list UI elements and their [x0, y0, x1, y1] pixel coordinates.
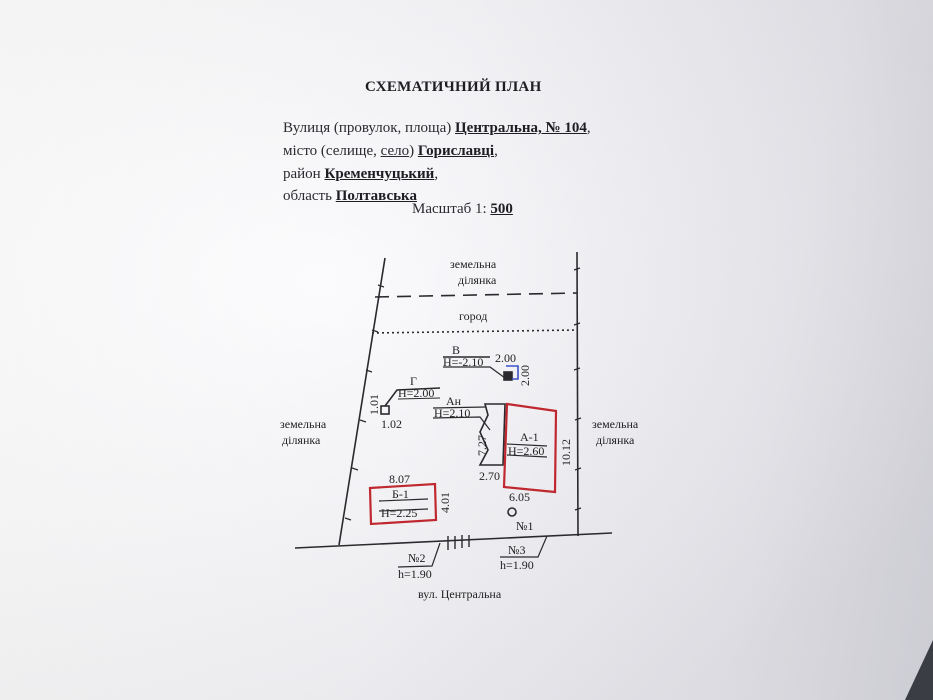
district-label: район: [283, 166, 321, 182]
cellar-v-outline: [506, 365, 519, 380]
fence-n3-height: h=1.90: [500, 558, 534, 572]
building-b1-outline: [368, 482, 438, 526]
scale-line: Масштаб 1: 500: [412, 200, 513, 218]
shed-g-height: Н=2.00: [398, 386, 434, 400]
well-n1-label: №1: [516, 519, 533, 533]
well-n1-icon: [507, 507, 517, 517]
fence-n2-height: h=1.90: [398, 567, 432, 581]
building-b1-dim-right: 4.01: [438, 492, 452, 513]
district-value: Кременчуцький: [324, 166, 435, 182]
region-line: область Полтавська: [283, 187, 417, 205]
city-suffix: ,: [494, 143, 498, 159]
annex-an-height: Н=2.10: [434, 406, 470, 420]
city-label: місто (селище,: [283, 143, 377, 159]
house-a1-name: А-1: [520, 430, 539, 444]
right-parcel-label-2: ділянка: [596, 433, 635, 447]
shed-g-name: Г: [410, 374, 417, 388]
cellar-v-name: В: [452, 343, 460, 357]
cellar-v-height: Н=-2.10: [443, 355, 483, 369]
district-suffix: ,: [434, 166, 439, 182]
shed-g-box: [380, 405, 390, 415]
document-title: СХЕМАТИЧНИЙ ПЛАН: [365, 79, 542, 95]
city-line: місто (селище, село) Гориславці,: [283, 142, 498, 160]
garden-dotted-line: [371, 329, 578, 334]
left-parcel-label-2: ділянка: [282, 433, 321, 447]
shed-g-leader: [384, 387, 441, 407]
fence-n3-label: №3: [508, 543, 525, 557]
building-b1-dim-top: 8.07: [389, 472, 410, 486]
building-b1-name: Б-1: [392, 487, 409, 501]
cellar-v-dim-top: 2.00: [495, 351, 516, 365]
top-parcel-label-1: земельна: [450, 257, 497, 271]
district-line: район Кременчуцький,: [283, 165, 438, 183]
house-a1-outline: [502, 402, 558, 494]
street-line: [294, 532, 613, 549]
city-label-close: ): [409, 143, 415, 159]
street-value: Центральна, № 104: [455, 120, 587, 136]
house-a1-dim-bottom: 6.05: [509, 490, 530, 504]
city-label-village: село: [380, 143, 410, 159]
street-line: Вулиця (провулок, площа) Центральна, № 1…: [283, 119, 591, 137]
street-suffix: ,: [586, 120, 591, 136]
region-label: область: [283, 188, 332, 204]
cellar-v-dim-right: 2.00: [518, 365, 532, 386]
region-value: Полтавська: [335, 188, 417, 204]
shed-g-dim-left: 1.01: [367, 394, 381, 415]
fence-dashed-line: [374, 292, 578, 298]
annex-an-name: Ан: [446, 394, 462, 408]
city-value: Гориславці: [417, 143, 495, 159]
right-boundary: [576, 251, 579, 537]
house-a1-dim-right: 10.12: [559, 439, 573, 466]
fence-n3-leader: [500, 535, 548, 558]
cellar-v-marker: [503, 371, 513, 381]
annex-an-outline: [478, 403, 506, 466]
gate-icon: [447, 535, 470, 550]
scale-value: 500: [490, 201, 513, 217]
building-b1-height: Н=2.25: [381, 506, 417, 520]
street-label: Вулиця (провулок, площа): [283, 120, 452, 136]
street-name-label: вул. Центральна: [418, 587, 502, 601]
scale-label: Масштаб 1:: [412, 201, 487, 217]
left-parcel-label-1: земельна: [280, 417, 327, 431]
fence-n2-label: №2: [408, 551, 425, 565]
fence-n2-leader: [397, 542, 441, 568]
annex-an-dim-bottom: 2.70: [479, 469, 500, 483]
left-boundary: [338, 257, 386, 546]
right-parcel-label-1: земельна: [592, 417, 639, 431]
top-parcel-label-2: ділянка: [458, 273, 497, 287]
annex-an-dim-left: 7.27: [475, 435, 489, 456]
shed-g-dim-bottom: 1.02: [381, 417, 402, 431]
garden-label: город: [459, 309, 487, 323]
house-a1-height: Н=2.60: [508, 444, 544, 458]
